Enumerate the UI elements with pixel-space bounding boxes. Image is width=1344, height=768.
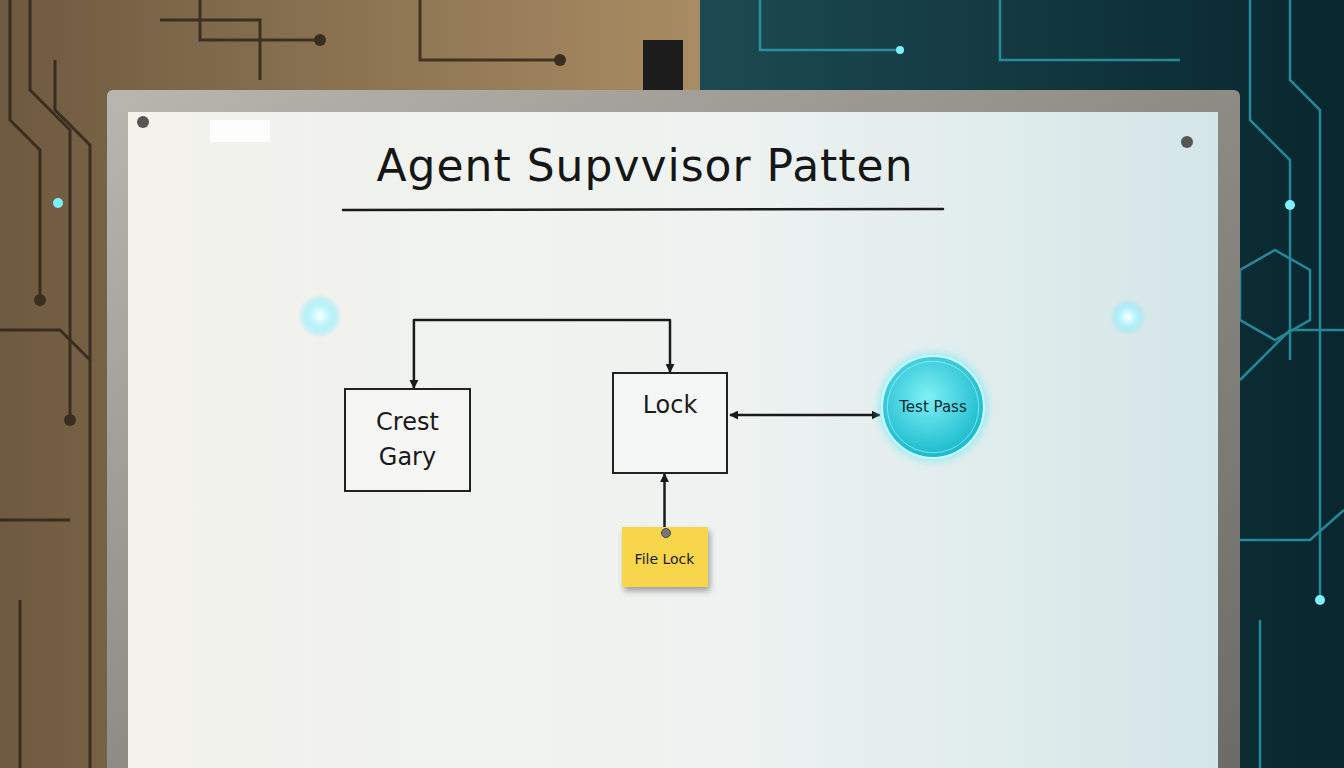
status-circle: Test Pass [881,355,985,459]
connector-arrow [730,414,880,417]
connector-arrow [663,474,666,527]
diagram-title: Agent Supvvisor Patten [245,140,1045,191]
node-label: Crest Gary [356,405,459,475]
node-label: Test Pass [899,398,967,416]
sticky-note: File Lock [622,527,708,587]
process-box: Lock [612,372,728,474]
node-label: File Lock [635,551,695,567]
title-underline [343,209,943,210]
push-pin [661,528,671,538]
node-label: Lock [643,388,698,423]
process-box: Crest Gary [344,388,471,492]
